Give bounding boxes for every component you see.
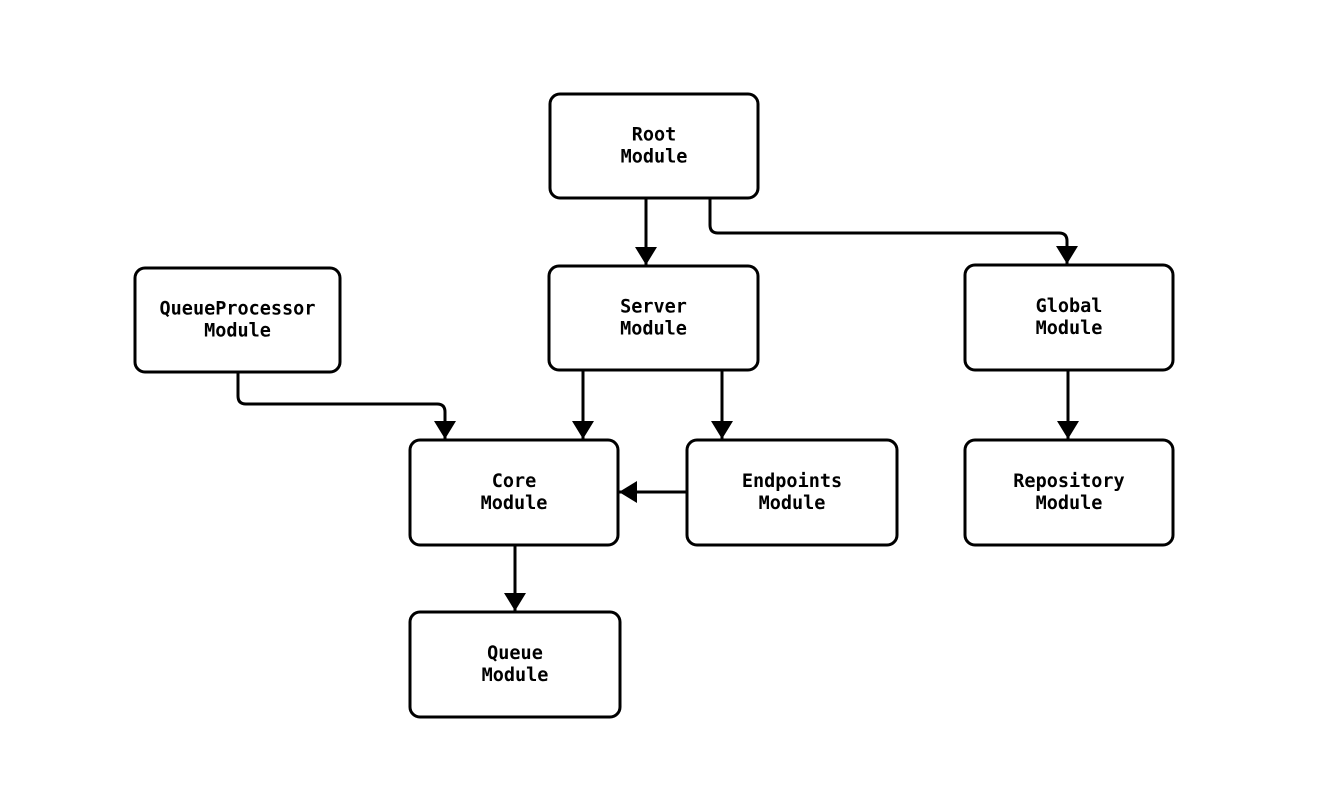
node-box	[408, 438, 620, 547]
node-label-line: Queue	[487, 643, 543, 664]
node-box	[133, 266, 342, 374]
node-label-line: Repository	[1013, 471, 1124, 492]
node-label-line: Endpoints	[742, 471, 842, 492]
node-label-line: Server	[620, 297, 687, 318]
node-label-line: Module	[759, 493, 826, 514]
nodes-layer: RootModuleQueueProcessorModuleServerModu…	[133, 92, 1175, 719]
edge-root-to-global	[708, 196, 1078, 265]
node-label-line: Module	[621, 147, 688, 168]
node-label-line: Core	[492, 471, 537, 492]
node-label-line: Global	[1036, 296, 1103, 317]
node-box	[963, 438, 1175, 547]
node-label-line: QueueProcessor	[160, 299, 316, 320]
node-label-line: Module	[1036, 493, 1103, 514]
node-box	[408, 610, 622, 719]
node-label-line: Module	[1036, 318, 1103, 339]
node-box	[547, 264, 760, 372]
node-label-line: Module	[482, 665, 549, 686]
node-box	[963, 263, 1175, 372]
node-label-line: Module	[204, 321, 271, 342]
node-box	[685, 438, 899, 547]
node-label-line: Module	[620, 319, 687, 340]
node-label-line: Module	[481, 493, 548, 514]
edges-layer	[236, 196, 1079, 612]
node-label-line: Root	[632, 125, 677, 146]
edge-queueprocessor-to-core	[236, 370, 456, 440]
node-box	[548, 92, 760, 200]
